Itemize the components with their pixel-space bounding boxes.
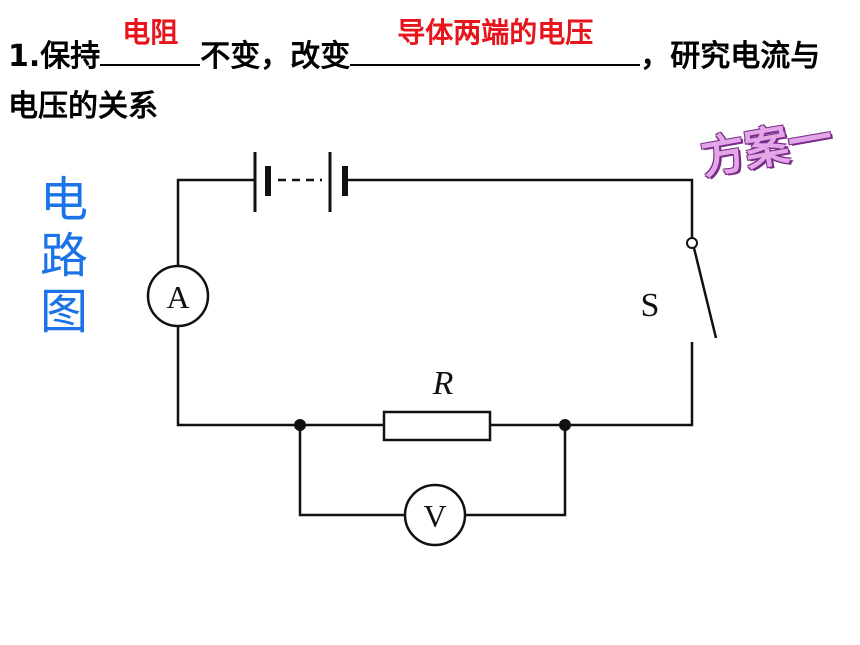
circuit-diagram-title: 电 路 图	[38, 172, 90, 340]
ammeter-label: A	[166, 279, 189, 315]
wire-bottom-left	[176, 326, 384, 427]
wire-right	[565, 342, 694, 427]
question-text-part-2: 不变，改变	[200, 39, 351, 74]
switch-icon	[686, 237, 718, 339]
question-text: 1.保持电阻不变，改变 导体两端的电压，研究电流与电压的关系	[8, 16, 848, 132]
circuit-wires	[176, 178, 694, 517]
wire-voltmeter-left	[298, 425, 405, 517]
side-title-char-3: 图	[39, 284, 88, 340]
side-title-char-2: 路	[39, 228, 88, 284]
wire-top-right	[345, 178, 694, 238]
voltmeter-icon	[403, 483, 467, 547]
answer-1: 电阻	[122, 16, 179, 49]
voltmeter-label: V	[423, 498, 446, 534]
side-title-char-1: 电	[39, 172, 88, 228]
ammeter-icon	[146, 264, 210, 328]
switch-label: S	[641, 287, 660, 324]
wire-top-left	[176, 178, 255, 296]
question-number: 1.	[8, 39, 41, 74]
question-text-part-3: ，研究电流与电压的关系	[8, 39, 821, 124]
answer-2: 导体两端的电压	[397, 16, 594, 49]
resistor-icon	[382, 410, 492, 442]
answer-blank-2: 导体两端的电压	[350, 16, 641, 66]
answer-blank-1: 电阻	[100, 16, 201, 66]
junction-left	[294, 419, 306, 431]
junction-right	[559, 419, 571, 431]
wire-voltmeter-right	[465, 425, 567, 517]
question-text-part-1: 保持	[40, 39, 101, 74]
battery-icon	[253, 152, 348, 212]
resistor-label: R	[432, 365, 454, 402]
